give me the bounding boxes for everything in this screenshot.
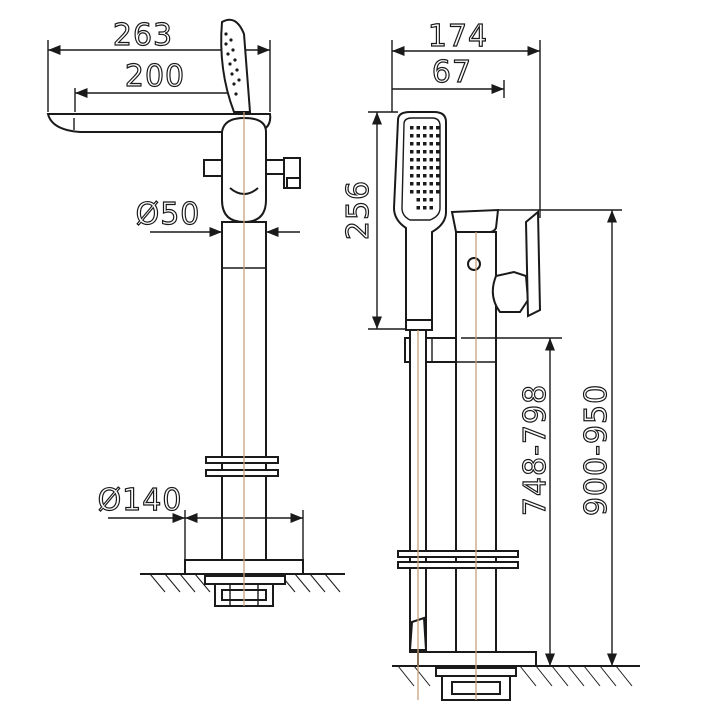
nozzle-dot: [416, 134, 420, 138]
nozzle-dot: [416, 150, 420, 154]
nozzle-dot: [429, 126, 433, 130]
nozzle-dot: [429, 206, 433, 210]
nozzle-dot: [429, 142, 433, 146]
dim-total-depth-label: 174: [428, 19, 488, 54]
nozzle-dot: [416, 174, 420, 178]
dim-spout-reach-label: 200: [125, 59, 185, 94]
nozzle-dot: [410, 142, 414, 146]
nozzle-dot: [423, 198, 427, 202]
side-floor-hatch: [397, 665, 633, 687]
front-handshower-holes: [224, 32, 241, 96]
front-floor-bracket: [204, 575, 286, 607]
dim-body-diameter-label: Ø50: [136, 197, 201, 232]
nozzle-dot: [410, 150, 414, 154]
nozzle-dot: [416, 182, 420, 186]
side-handshower-holes: [410, 126, 440, 210]
nozzle-dot: [423, 166, 427, 170]
nozzle-dot: [423, 142, 427, 146]
nozzle-dot: [429, 134, 433, 138]
side-lever: [491, 270, 530, 313]
dim-base-diameter-label: Ø140: [98, 483, 183, 518]
side-mixer-head: [450, 208, 500, 233]
nozzle-dot: [436, 134, 440, 138]
nozzle-dot: [429, 174, 433, 178]
nozzle-dot: [410, 126, 414, 130]
nozzle-dot: [423, 126, 427, 130]
nozzle-dot: [423, 134, 427, 138]
nozzle-dot: [410, 182, 414, 186]
dim-base-diameter: Ø140: [97, 482, 304, 560]
nozzle-dot: [429, 158, 433, 162]
dim-holder-height-label: 748-798: [518, 384, 553, 516]
nozzle-dot: [416, 142, 420, 146]
dim-spout-reach: 200: [74, 58, 244, 112]
nozzle-dot: [423, 190, 427, 194]
side-view: 174 67 256: [340, 18, 640, 701]
nozzle-dot: [436, 142, 440, 146]
nozzle-dot: [423, 182, 427, 186]
dim-handle-depth-label: 67: [432, 55, 472, 90]
nozzle-dot: [410, 190, 414, 194]
dim-total-depth: 174: [391, 18, 541, 218]
nozzle-dot: [423, 158, 427, 162]
nozzle-dot: [423, 174, 427, 178]
dim-spout-total-label: 263: [113, 18, 173, 53]
nozzle-dot: [436, 150, 440, 154]
nozzle-dot: [436, 174, 440, 178]
nozzle-dot: [410, 166, 414, 170]
front-view: 263 200: [46, 17, 345, 607]
nozzle-dot: [436, 182, 440, 186]
nozzle-dot: [410, 158, 414, 162]
dim-body-diameter: Ø50: [135, 196, 300, 238]
nozzle-dot: [429, 150, 433, 154]
dim-total-height-label: 900-950: [579, 384, 614, 516]
side-base-plate: [417, 651, 537, 667]
nozzle-dot: [416, 190, 420, 194]
nozzle-dot: [416, 166, 420, 170]
nozzle-dot: [416, 126, 420, 130]
nozzle-dot: [436, 166, 440, 170]
dim-handshower-length-label: 256: [341, 180, 376, 240]
nozzle-dot: [416, 158, 420, 162]
nozzle-dot: [410, 174, 414, 178]
side-handshower: [392, 111, 447, 321]
nozzle-dot: [429, 182, 433, 186]
nozzle-dot: [416, 206, 420, 210]
front-handshower: [220, 18, 252, 113]
nozzle-dot: [423, 206, 427, 210]
nozzle-dot: [423, 150, 427, 154]
dim-holder-height: 748-798: [461, 337, 562, 666]
dim-total-height: 900-950: [498, 209, 622, 667]
dim-handle-depth: 67: [392, 54, 505, 98]
nozzle-dot: [429, 190, 433, 194]
nozzle-dot: [429, 166, 433, 170]
nozzle-dot: [416, 198, 420, 202]
nozzle-dot: [436, 158, 440, 162]
nozzle-dot: [436, 126, 440, 130]
nozzle-dot: [429, 198, 433, 202]
dim-handshower-length: 256: [340, 111, 410, 330]
dim-spout-total: 263: [47, 17, 271, 112]
nozzle-dot: [436, 190, 440, 194]
nozzle-dot: [410, 134, 414, 138]
